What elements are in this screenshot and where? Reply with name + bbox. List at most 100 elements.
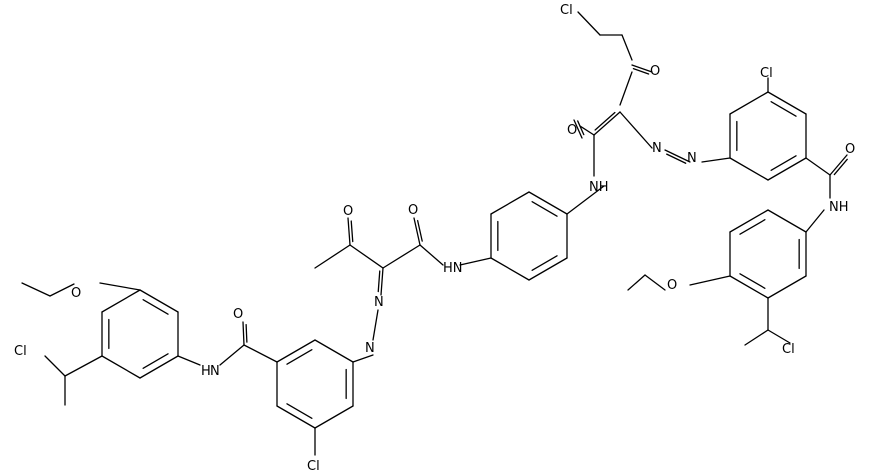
bond <box>767 275 807 299</box>
bond <box>21 282 51 297</box>
bond <box>286 349 313 365</box>
bond <box>243 344 278 363</box>
bonds <box>21 11 848 456</box>
bond <box>566 185 605 215</box>
bond <box>245 323 248 343</box>
bond <box>490 257 530 281</box>
bond <box>314 339 354 363</box>
bond <box>767 157 807 181</box>
bond <box>350 220 354 243</box>
bond <box>490 191 530 215</box>
bond <box>579 125 595 136</box>
bond <box>314 244 351 269</box>
bond <box>242 321 245 346</box>
bond <box>101 289 141 313</box>
atom-cl-ring-left: Cl <box>307 459 320 474</box>
bond <box>349 244 384 269</box>
bond <box>767 91 807 115</box>
atom-o-amide-top: O <box>567 123 577 138</box>
bond <box>459 257 492 266</box>
bond <box>627 274 646 291</box>
atom-nh-mid: HN <box>443 261 463 276</box>
atom-cl-side-left: Cl <box>14 344 27 359</box>
bond <box>644 274 666 291</box>
bond <box>142 299 169 315</box>
bond <box>744 329 769 346</box>
atom-o-amide-mid: O <box>408 203 418 218</box>
bond <box>621 34 633 61</box>
bond <box>666 153 687 164</box>
bond <box>377 270 381 293</box>
bond <box>729 91 769 115</box>
bond <box>631 64 653 73</box>
bond <box>729 209 769 233</box>
atom-nh-top: NH <box>589 180 609 195</box>
bond <box>767 329 791 344</box>
atom-n-azo-left-2: N <box>365 341 375 356</box>
bond <box>44 355 66 377</box>
atom-o-amide-right: O <box>845 142 855 157</box>
bond <box>314 405 354 429</box>
atom-o-amide-left: O <box>233 307 243 322</box>
bond <box>739 219 766 235</box>
bond <box>594 111 616 131</box>
bond <box>632 68 650 75</box>
bond <box>413 217 421 246</box>
atom-nh-right: NH <box>829 200 849 215</box>
bond <box>619 71 633 106</box>
bond <box>416 219 423 242</box>
bond <box>729 275 769 299</box>
bond <box>729 157 769 181</box>
bond <box>276 405 316 429</box>
bond <box>101 355 141 379</box>
bond <box>139 289 179 313</box>
bond <box>64 355 103 377</box>
atom-n-azo-right-1: N <box>652 141 662 156</box>
bond <box>805 157 831 176</box>
bond <box>767 209 807 233</box>
atom-cl-top: Cl <box>560 3 573 18</box>
bond <box>531 201 558 217</box>
bond <box>805 209 825 233</box>
bond <box>177 355 201 366</box>
atom-o-ether-left: O <box>71 286 81 301</box>
bond <box>770 155 797 171</box>
bond <box>833 158 848 176</box>
bond <box>739 273 766 289</box>
bond <box>276 339 316 363</box>
bond <box>528 257 568 281</box>
bond <box>286 403 313 419</box>
atom-o-ketone-mid: O <box>343 204 353 219</box>
bond <box>689 275 731 286</box>
atom-cl-ring-right: Cl <box>760 66 773 81</box>
bond <box>49 283 75 297</box>
bond <box>577 120 585 136</box>
bond <box>619 111 653 149</box>
bond <box>139 355 179 379</box>
bond <box>531 255 558 271</box>
bond <box>347 217 351 246</box>
bond <box>577 11 601 36</box>
bond <box>528 191 568 215</box>
atom-labels: Cl O O NH N N Cl O NH O Cl O O HN N N O … <box>14 3 855 474</box>
atom-n-azo-right-2: N <box>687 151 697 166</box>
bond <box>701 157 731 163</box>
bond <box>664 149 691 163</box>
bond <box>142 353 169 369</box>
bond <box>382 244 421 269</box>
atom-cl-side-right: Cl <box>782 342 795 357</box>
atom-h-amide-left: H <box>201 364 211 379</box>
atom-n-azo-left-1: N <box>374 295 384 310</box>
bond <box>352 354 374 363</box>
bond <box>419 244 444 266</box>
bond <box>372 309 379 341</box>
bond <box>593 111 621 136</box>
bond <box>770 101 797 117</box>
atom-n-amide-left: N <box>210 364 220 379</box>
bond <box>219 344 245 366</box>
bond <box>99 282 141 291</box>
bond <box>573 119 583 139</box>
atom-o-ether-right: O <box>667 278 677 293</box>
bond <box>829 154 848 176</box>
